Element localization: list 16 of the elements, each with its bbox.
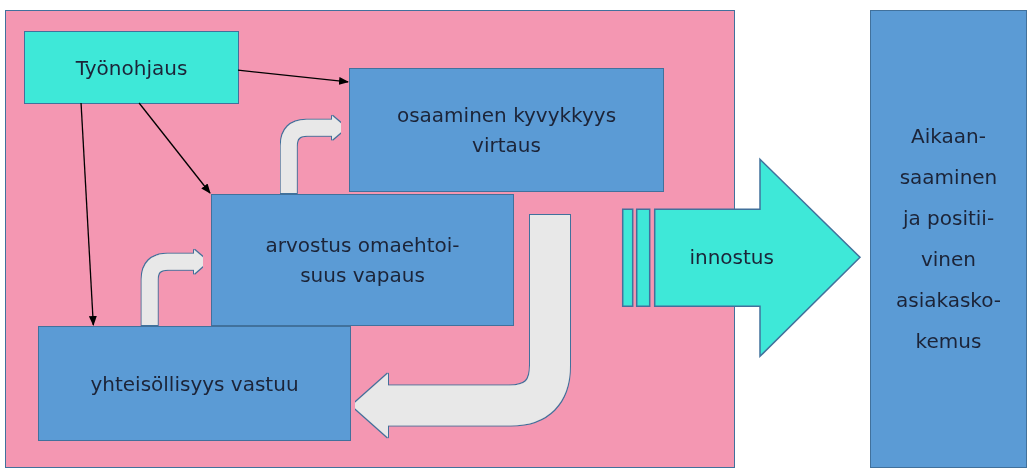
node-text: yhteisöllisyys vastuu (90, 370, 299, 398)
arrow (237, 69, 349, 85)
block-arrow (352, 215, 570, 438)
process-box (24, 31, 239, 104)
node-text: osaaminen kyvykkyys virtaus (395, 102, 618, 159)
arrow (138, 102, 211, 194)
node-text: arvostus omaehtoi- suus vapaus (264, 232, 461, 289)
result-box (870, 10, 1027, 468)
block-arrow (621, 157, 862, 359)
process-box (349, 68, 664, 192)
node-label: Työnohjaus (75, 54, 188, 82)
edge-label: innostus (689, 245, 774, 270)
process-box (38, 326, 351, 441)
process-box (211, 194, 514, 326)
node-text: Aikaan- saaminen ja positii- vinen asiakasko- kemus (894, 123, 1003, 355)
arrow (80, 102, 97, 326)
